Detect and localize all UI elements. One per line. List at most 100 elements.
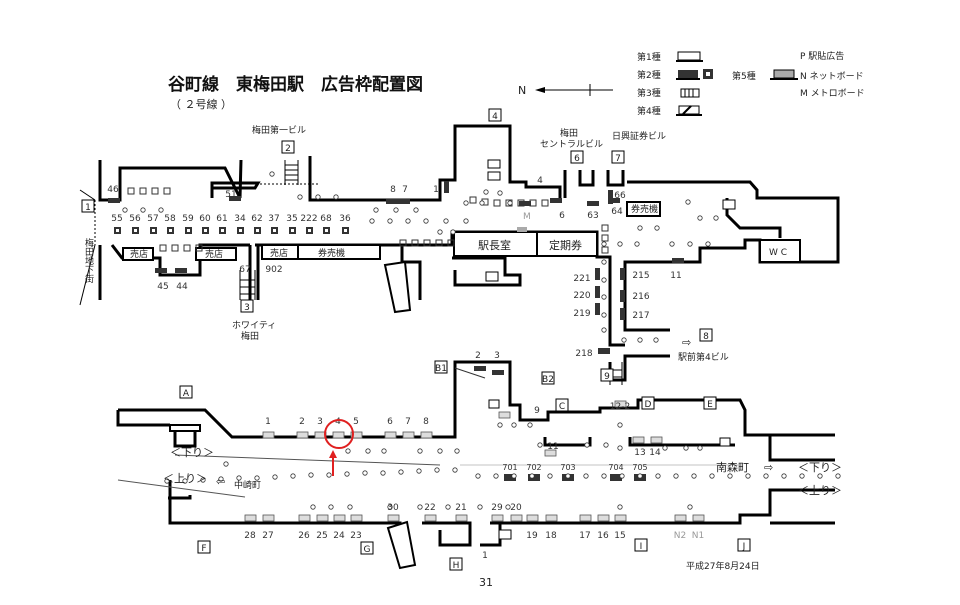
pillar bbox=[497, 422, 503, 428]
direction-down-right: ＜下り＞ bbox=[798, 461, 842, 474]
pillar bbox=[443, 218, 449, 224]
ad-number: 11 bbox=[670, 271, 681, 281]
pillar bbox=[362, 470, 368, 476]
ad-number: 4 bbox=[335, 417, 341, 427]
pillar bbox=[621, 337, 627, 343]
ad-number: 28 bbox=[244, 531, 256, 541]
pillar bbox=[387, 504, 393, 510]
legend-type1-label: 第1種 bbox=[637, 51, 661, 63]
metro-board-m bbox=[517, 227, 527, 232]
pillar bbox=[328, 504, 334, 510]
ad-type1 bbox=[614, 400, 627, 408]
exit-number-box: 4 bbox=[488, 108, 502, 122]
direction-up-left: ＜上り＞ bbox=[163, 472, 207, 485]
pillar bbox=[799, 473, 805, 479]
pillar bbox=[345, 448, 351, 454]
pillar bbox=[653, 337, 659, 343]
legend-type2-label: 第2種 bbox=[637, 69, 661, 81]
north-label: N bbox=[518, 84, 526, 97]
exit-number: 4 bbox=[492, 112, 498, 122]
ad-frame bbox=[517, 199, 525, 207]
pillar bbox=[637, 337, 643, 343]
ad-type1 bbox=[350, 514, 363, 522]
ad-number: 3 bbox=[494, 351, 500, 361]
ad-type2 bbox=[155, 268, 167, 273]
ad-number: 51 bbox=[225, 190, 236, 200]
exit-number-box: B2 bbox=[541, 371, 555, 385]
legend-type1-symbol bbox=[677, 51, 701, 61]
building-ekimae4: 駅前第4ビル bbox=[678, 351, 729, 363]
ad-type1 bbox=[510, 514, 523, 522]
pillar bbox=[450, 229, 456, 235]
ad-number: 701 bbox=[502, 463, 517, 472]
exit-number-box: D bbox=[641, 396, 655, 410]
pillar bbox=[697, 445, 703, 451]
ad-number: 2 bbox=[299, 417, 305, 427]
room-teikiken: 定期券 bbox=[549, 238, 582, 252]
ad-number: 22 bbox=[424, 503, 435, 513]
pillar bbox=[601, 259, 607, 265]
ad-type1 bbox=[244, 514, 257, 522]
pillar bbox=[505, 504, 511, 510]
ad-type2 bbox=[492, 370, 504, 375]
net-board-label: N2 bbox=[674, 531, 686, 541]
pillar bbox=[654, 225, 660, 231]
pillar bbox=[344, 471, 350, 477]
ad-type1 bbox=[350, 431, 363, 439]
pillar bbox=[685, 199, 691, 205]
legend-m-label: M メトロボード bbox=[800, 88, 865, 99]
ad-number: 29 bbox=[491, 503, 503, 513]
ad-frame bbox=[183, 244, 191, 252]
ad-type1 bbox=[692, 514, 705, 522]
legend-type5-symbol bbox=[773, 69, 795, 79]
pillar bbox=[310, 504, 316, 510]
ad-number: 37 bbox=[268, 214, 279, 224]
building-chika: 梅田地下街 bbox=[83, 237, 94, 284]
ad-frame bbox=[171, 244, 179, 252]
ad-frame bbox=[447, 239, 455, 247]
ad-type2 bbox=[229, 196, 241, 201]
exit-number: G bbox=[364, 545, 371, 555]
pillar bbox=[272, 474, 278, 480]
exit-number: B1 bbox=[435, 364, 447, 374]
ad-number: 68 bbox=[320, 214, 332, 224]
ad-frame bbox=[493, 199, 501, 207]
pillar bbox=[158, 207, 164, 213]
ad-number: 216 bbox=[632, 292, 649, 302]
pillar bbox=[437, 229, 443, 235]
ad-number: 19 bbox=[526, 531, 538, 541]
pillar bbox=[182, 478, 188, 484]
pillar bbox=[655, 473, 661, 479]
ad-number: 217 bbox=[632, 311, 649, 321]
ad-type1 bbox=[402, 431, 415, 439]
ad-type2 bbox=[608, 190, 613, 204]
pillar bbox=[200, 477, 206, 483]
ad-number: 60 bbox=[199, 214, 211, 224]
pillar bbox=[637, 473, 643, 479]
exit-number: J bbox=[742, 542, 746, 552]
ad-frame bbox=[139, 187, 147, 195]
ticket-machine-small bbox=[626, 201, 661, 217]
ad-type1 bbox=[674, 514, 687, 522]
ad-type1 bbox=[332, 431, 345, 439]
ad-number: 12-2 bbox=[610, 402, 630, 412]
exit-number-box: 1 bbox=[81, 199, 95, 213]
pillar bbox=[269, 171, 275, 177]
ad-type1 bbox=[387, 514, 400, 522]
building-whity-1: ホワイティ bbox=[232, 320, 276, 331]
ad-number: 13 bbox=[634, 448, 645, 458]
exit-number: I bbox=[640, 542, 643, 552]
ad-type1 bbox=[455, 514, 468, 522]
exit-number-box: C bbox=[555, 398, 569, 412]
ad-type1 bbox=[614, 514, 627, 522]
ad-type2 bbox=[608, 198, 620, 203]
building-central-1: 梅田 bbox=[560, 127, 578, 139]
pillar bbox=[308, 472, 314, 478]
ad-number: 46 bbox=[107, 185, 119, 195]
ad-type1 bbox=[262, 514, 275, 522]
ad-number: 218 bbox=[575, 349, 592, 359]
room-kenbaiki: 券売機 bbox=[318, 247, 345, 259]
ad-type2 bbox=[620, 268, 625, 280]
